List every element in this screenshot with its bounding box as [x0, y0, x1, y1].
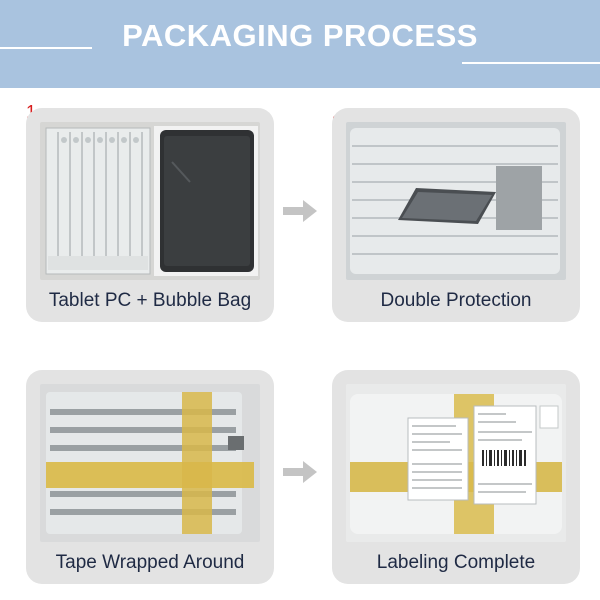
header-banner: PACKAGING PROCESS [0, 0, 600, 88]
step-card-1: Tablet PC + Bubble Bag [26, 108, 274, 322]
page-title: PACKAGING PROCESS [122, 18, 478, 53]
tablet-and-bubble-bag-photo [40, 122, 260, 280]
step-card-3: Tape Wrapped Around [26, 370, 274, 584]
step-label-4: Labeling Complete [376, 552, 536, 573]
double-protection-photo [346, 122, 566, 280]
step-label-2: Double Protection [380, 290, 532, 311]
tape-wrapped-photo [40, 384, 260, 542]
step-card-2: Double Protection [332, 108, 580, 322]
step-label-1: Tablet PC + Bubble Bag [48, 290, 252, 311]
step-card-4: Labeling Complete [332, 370, 580, 584]
banner-divider-left [0, 47, 92, 49]
right-arrow-icon [283, 461, 317, 483]
right-arrow-icon [283, 200, 317, 222]
labeling-complete-photo [346, 384, 566, 542]
step-label-3: Tape Wrapped Around [55, 552, 245, 573]
banner-divider-right [462, 62, 600, 64]
